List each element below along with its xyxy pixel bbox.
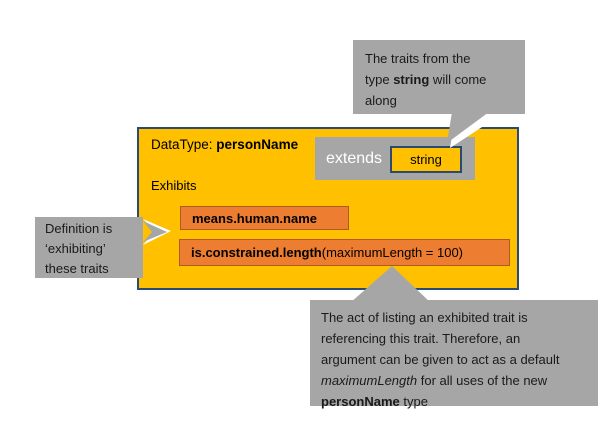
exhibits-label: Exhibits xyxy=(151,178,197,193)
callout-text: ‘exhibiting’ xyxy=(45,241,106,256)
callout-text: referencing this trait. Therefore, an xyxy=(321,331,521,346)
callout-line: The act of listing an exhibited trait is xyxy=(321,307,598,328)
callout-text: argument can be given to act as a defaul… xyxy=(321,352,560,367)
string-type-label: string xyxy=(410,152,442,167)
datatype-title-name: personName xyxy=(216,137,299,152)
callout-line: The traits from the xyxy=(365,48,525,69)
extends-box: extends string xyxy=(315,137,475,180)
callout-text: Definition is xyxy=(45,221,113,236)
extends-label: extends xyxy=(326,149,383,167)
callout-line: referencing this trait. Therefore, an xyxy=(321,328,598,349)
callout-line: these traits xyxy=(45,259,143,279)
trait-name: means.human.name xyxy=(192,210,317,226)
trait-means-human-name: means.human.name xyxy=(180,206,349,230)
callout-text: will come xyxy=(429,72,487,87)
datatype-box: DataType: personName extends string Exhi… xyxy=(137,127,519,290)
callout-text-italic: maximumLength xyxy=(321,373,418,388)
callout-text: these traits xyxy=(45,261,109,276)
trait-args: (maximumLength = 100) xyxy=(321,245,464,260)
callout-text: for all uses of the new xyxy=(417,373,548,388)
datatype-title: DataType: personName xyxy=(151,137,298,152)
callout-exhibited-trait-reference: The act of listing an exhibited trait is… xyxy=(310,300,598,409)
callout-line: ‘exhibiting’ xyxy=(45,239,143,259)
callout-traits-come-along: The traits from the type string will com… xyxy=(353,40,525,114)
callout-text: The traits from the xyxy=(365,51,471,66)
trait-is-constrained-length: is.constrained.length (maximumLength = 1… xyxy=(179,239,510,266)
callout-text: type xyxy=(399,394,428,409)
callout-line: argument can be given to act as a defaul… xyxy=(321,349,598,370)
callout-text-bold: personName xyxy=(321,394,400,409)
callout-definition-exhibiting: Definition is ‘exhibiting’ these traits xyxy=(35,217,143,278)
callout-line: type string will come xyxy=(365,69,525,90)
callout-text: type xyxy=(365,72,394,87)
callout-text-bold: string xyxy=(393,72,430,87)
callout-line: Definition is xyxy=(45,219,143,239)
callout-line: personName type xyxy=(321,391,598,412)
trait-name: is.constrained.length xyxy=(191,245,322,260)
string-type-box: string xyxy=(390,146,462,173)
callout-text: along xyxy=(365,93,397,108)
callout-text: The act of listing an exhibited trait is xyxy=(321,310,528,325)
callout-line: maximumLength for all uses of the new xyxy=(321,370,598,391)
datatype-title-prefix: DataType: xyxy=(151,137,217,152)
callout-line: along xyxy=(365,90,525,111)
